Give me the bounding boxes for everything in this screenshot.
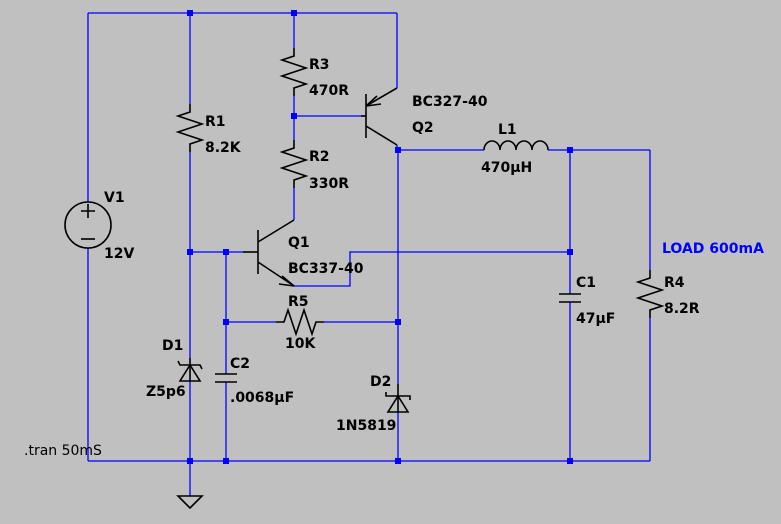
label-r1-value: 8.2K xyxy=(205,140,242,156)
label-r3-ref: R3 xyxy=(309,57,330,73)
label-q2-value: BC327-40 xyxy=(412,94,488,110)
label-c1-value: 47µF xyxy=(576,311,615,327)
label-r3-value: 470R xyxy=(309,83,349,99)
transistor-q1-npn xyxy=(243,219,295,287)
ground-icon xyxy=(176,495,204,510)
junctions xyxy=(187,10,573,464)
component-labels: V1 12V R1 8.2K R3 470R R2 330R BC327-40 … xyxy=(104,57,700,434)
capacitor-c2 xyxy=(215,373,237,383)
resistor-r5 xyxy=(276,307,324,337)
junction-dot xyxy=(223,458,229,464)
label-d1-ref: D1 xyxy=(162,338,183,354)
label-d2-value: 1N5819 xyxy=(336,418,396,434)
transistor-q2-pnp xyxy=(361,87,398,146)
spice-directive: .tran 50mS xyxy=(24,443,102,459)
label-r5-ref: R5 xyxy=(288,294,309,310)
voltage-source-v1 xyxy=(64,201,112,249)
inductor-l1 xyxy=(483,140,549,151)
junction-dot xyxy=(291,10,297,16)
label-q1-value: BC337-40 xyxy=(288,261,364,277)
wire-q1-emitter xyxy=(294,251,570,287)
junction-dot xyxy=(291,113,297,119)
label-v1-value: 12V xyxy=(104,246,134,262)
label-r2-ref: R2 xyxy=(309,149,330,165)
label-v1-ref: V1 xyxy=(104,190,125,206)
label-c1-ref: C1 xyxy=(576,275,596,291)
resistor-r1 xyxy=(175,104,205,152)
label-r1-ref: R1 xyxy=(205,114,226,130)
label-r4-value: 8.2R xyxy=(664,301,700,317)
zener-diode-d1 xyxy=(177,358,203,382)
label-l1-value: 470µH xyxy=(481,160,532,176)
label-q1-ref: Q1 xyxy=(288,235,310,251)
junction-dot xyxy=(223,319,229,325)
label-d1-value: Z5p6 xyxy=(146,384,186,400)
junction-dot xyxy=(395,147,401,153)
junction-dot xyxy=(395,319,401,325)
resistor-r4 xyxy=(635,270,665,318)
label-c2-value: .0068µF xyxy=(230,390,294,406)
label-r2-value: 330R xyxy=(309,176,349,192)
load-annotation: LOAD 600mA xyxy=(662,241,764,257)
junction-dot xyxy=(567,458,573,464)
junction-dot xyxy=(187,249,193,255)
junction-dot xyxy=(567,249,573,255)
junction-dot xyxy=(567,147,573,153)
wires xyxy=(87,12,651,496)
junction-dot xyxy=(223,249,229,255)
schottky-diode-d2 xyxy=(385,384,411,413)
resistor-r3 xyxy=(279,48,309,96)
junction-dot xyxy=(187,458,193,464)
label-l1-ref: L1 xyxy=(498,122,517,138)
label-q2-ref: Q2 xyxy=(412,120,434,136)
junction-dot xyxy=(395,458,401,464)
label-r5-value: 10K xyxy=(285,336,316,352)
label-r4-ref: R4 xyxy=(664,275,685,291)
resistor-r2 xyxy=(279,140,309,188)
label-d2-ref: D2 xyxy=(370,374,391,390)
capacitor-c1 xyxy=(559,293,581,303)
label-c2-ref: C2 xyxy=(230,356,250,372)
junction-dot xyxy=(187,10,193,16)
